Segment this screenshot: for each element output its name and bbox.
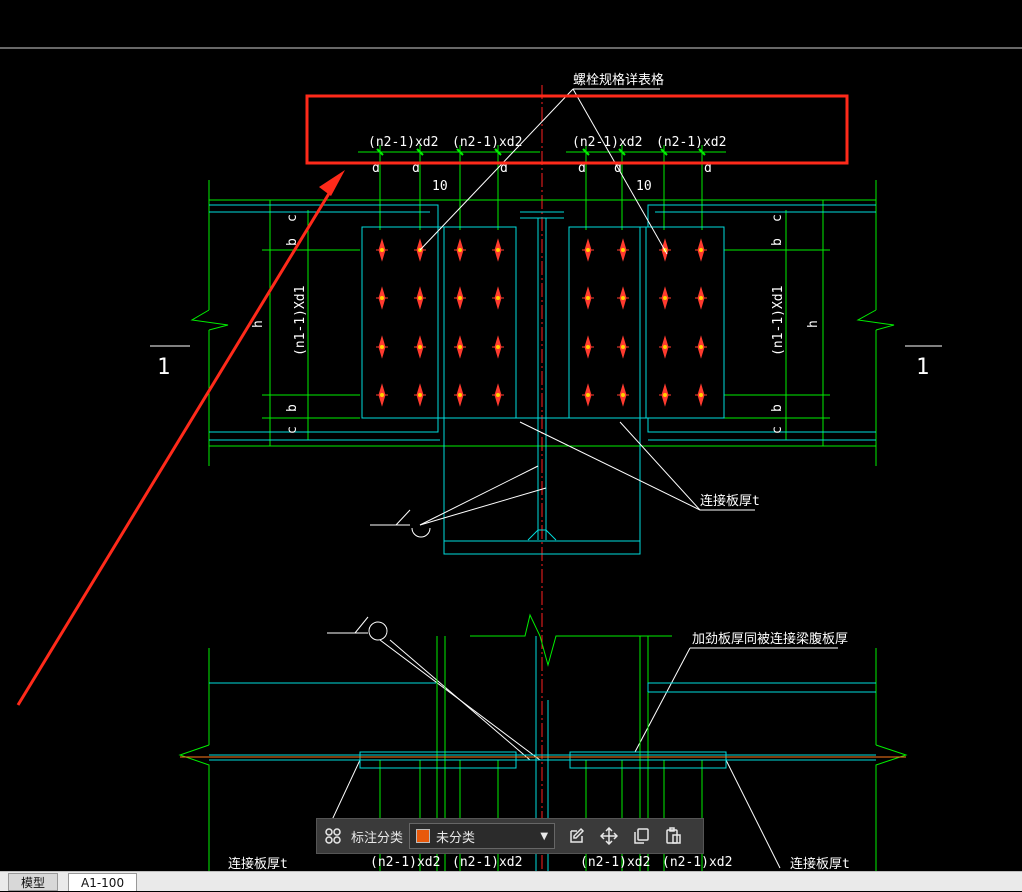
dim-n2-label-3: (n2-1)xd2 (572, 135, 642, 150)
category-label: 标注分类 (351, 830, 404, 846)
dim-n2-label-4: (n2-1)xd2 (656, 135, 726, 150)
bolt-symbol (376, 383, 388, 407)
bottom-dim-n2-2: (n2-1)xd2 (452, 855, 522, 870)
dim-c-left-top: c (285, 214, 300, 222)
annotation-arrow-head (319, 170, 345, 196)
dim-d-4: d (578, 161, 586, 176)
category-selected-value: 未分类 (436, 830, 476, 846)
bolt-symbol (414, 335, 426, 359)
bolt-symbol (454, 286, 466, 310)
bolt-symbol (617, 383, 629, 407)
dim-c-right-bottom: c (770, 426, 785, 434)
bolt-symbol (454, 335, 466, 359)
bolt-symbol (617, 286, 629, 310)
bolt-symbol (376, 286, 388, 310)
dim-b-right-bottom: b (770, 404, 785, 412)
dim-d-5: d (614, 161, 622, 176)
dim-b-right-top: b (770, 238, 785, 246)
bolt-symbol (492, 383, 504, 407)
bolt-symbol (582, 238, 594, 262)
bolt-symbol (454, 383, 466, 407)
tab-model[interactable]: 模型 (8, 873, 59, 891)
bolt-spec-title: 螺栓规格详表格 (573, 72, 664, 88)
dim-ten-left: 10 (432, 179, 448, 194)
bolt-symbol (582, 383, 594, 407)
bolt-symbol (414, 286, 426, 310)
section-mark-right: 1 (916, 355, 929, 380)
bolt-symbol (659, 335, 671, 359)
cad-drawing-canvas[interactable]: 螺栓规格详表格 (n2-1)xd2 (n2-1)xd2 (n2-1)xd2 (n… (0, 0, 1022, 871)
bolt-symbol (659, 286, 671, 310)
annotation-arrow-shaft (16, 181, 338, 706)
dim-n1-left: (n1-1)Xd1 (293, 286, 308, 356)
paste-icon[interactable] (657, 820, 689, 852)
cad-drawing: 螺栓规格详表格 (n2-1)xd2 (n2-1)xd2 (n2-1)xd2 (n… (0, 47, 1022, 871)
bolt-symbol (695, 238, 707, 262)
dim-n2-label-1: (n2-1)xd2 (368, 135, 438, 150)
layout-tab-bar: 模型 A1-100 (0, 871, 1022, 891)
bottom-dim-n2-1: (n2-1)xd2 (370, 855, 440, 870)
dim-d-1: d (372, 161, 380, 176)
grid-icon[interactable] (317, 820, 349, 852)
dim-d-3: d (500, 161, 508, 176)
bolt-symbol (582, 335, 594, 359)
highlight-rectangle (305, 94, 849, 165)
annotation-toolbar: 标注分类 未分类 ▼ (316, 818, 704, 854)
bolt-symbol (617, 238, 629, 262)
section-mark-left: 1 (157, 355, 170, 380)
dim-h-left: h (251, 320, 266, 328)
bolt-symbol (582, 286, 594, 310)
bolt-symbol (659, 383, 671, 407)
bolt-symbol (695, 286, 707, 310)
bolt-symbol (414, 383, 426, 407)
tab-a1-100[interactable]: A1-100 (68, 873, 138, 891)
edit-icon[interactable] (561, 820, 593, 852)
move-icon[interactable] (593, 820, 625, 852)
category-color-swatch (416, 829, 431, 843)
dim-n1-right: (n1-1)Xd1 (771, 286, 786, 356)
bolt-symbol (376, 335, 388, 359)
bottom-side-label-right: 连接板厚t (790, 856, 850, 871)
annotation-labels: 螺栓规格详表格 (n2-1)xd2 (n2-1)xd2 (n2-1)xd2 (n… (157, 72, 929, 871)
bolt-symbol (617, 335, 629, 359)
dim-d-2: d (412, 161, 420, 176)
dim-c-right-top: c (770, 214, 785, 222)
dim-ten-right: 10 (636, 179, 652, 194)
bolt-symbol (454, 238, 466, 262)
bolt-symbol (376, 238, 388, 262)
dim-d-6: d (704, 161, 712, 176)
bolt-symbol (695, 335, 707, 359)
bottom-dim-n2-3: (n2-1)xd2 (580, 855, 650, 870)
bolt-symbol (492, 286, 504, 310)
upper-detail (150, 88, 942, 869)
plate-thickness-label: 连接板厚t (700, 493, 760, 509)
bottom-dim-n2-4: (n2-1)xd2 (662, 855, 732, 870)
dim-n2-label-2: (n2-1)xd2 (452, 135, 522, 150)
dim-h-right: h (806, 320, 821, 328)
bottom-side-label-left: 连接板厚t (228, 856, 288, 871)
dim-b-left-top: b (285, 238, 300, 246)
dim-c-left-bottom: c (285, 426, 300, 434)
bolt-symbol (492, 335, 504, 359)
stiffener-label: 加劲板厚同被连接梁腹板厚 (692, 631, 848, 647)
copy-icon[interactable] (625, 820, 657, 852)
red-annotation (16, 94, 849, 706)
category-select[interactable]: 未分类 ▼ (409, 823, 556, 849)
dim-b-left-bottom: b (285, 404, 300, 412)
bolt-symbol (492, 238, 504, 262)
chevron-down-icon: ▼ (540, 830, 549, 842)
bolt-symbol (695, 383, 707, 407)
